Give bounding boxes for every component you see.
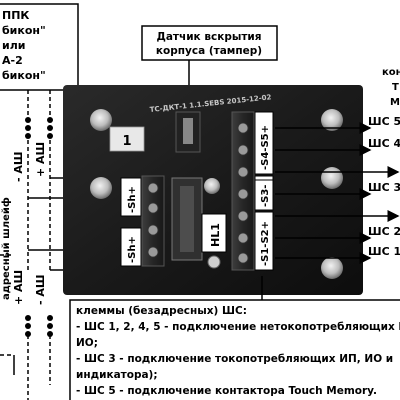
hl1-led — [207, 255, 221, 269]
right-block-mid-label: -S3- — [260, 185, 271, 207]
hl1-label-box — [201, 213, 227, 253]
pcb-board: ТС-ДКТ-1 1.1.SEBS 2015-12-02 1 HL1 -Sh+ … — [63, 85, 363, 295]
output-labels: ШС 5 ШС 4 ШС 3 ШС 2 ШС 1 — [368, 115, 400, 258]
top-right-line-1: конт — [382, 67, 400, 78]
output-label-shs5: ШС 5 — [368, 115, 400, 128]
mounting-hole-top-right — [321, 109, 343, 131]
right-screw-7 — [237, 252, 249, 264]
right-screw-3 — [237, 166, 249, 178]
left-wire-labels: - АШ + АШ + АШ - АШ адресный шлейф — [0, 142, 47, 305]
note-line-3: ИО; — [76, 337, 98, 349]
left-screw-3 — [147, 224, 159, 236]
controller-line-3: или — [2, 39, 25, 52]
controller-line-5: бикон" — [2, 69, 46, 82]
plus-ash-bottom-label: + АШ — [12, 270, 25, 305]
relay-highlight — [180, 186, 194, 252]
output-label-shs2: ШС 2 — [368, 225, 400, 238]
left-block-top-label: -Sh+ — [127, 186, 138, 213]
note-line-1: клеммы (безадресных) ШС: — [76, 305, 247, 317]
hl1-label: HL1 — [209, 223, 222, 247]
left-block-bottom-label-box — [120, 227, 142, 267]
mounting-hole-mid-right — [321, 167, 343, 189]
mounting-hole-mid-left — [90, 177, 112, 199]
terminals-note: клеммы (безадресных) ШС: - ШС 1, 2, 4, 5… — [69, 299, 400, 400]
right-block-mid-label-box — [254, 179, 274, 211]
top-right-line-2: Т — [392, 82, 399, 93]
controller-line-2: бикон" — [2, 24, 46, 37]
controller-line-4: А-2 — [2, 54, 23, 67]
left-screw-4 — [147, 246, 159, 258]
right-screw-2 — [237, 144, 249, 156]
top-right-label: конт Т М — [382, 67, 400, 108]
left-screw-2 — [147, 202, 159, 214]
plus-ash-inner-label: + АШ — [34, 142, 47, 177]
controller-line-1: ППК — [2, 9, 29, 22]
mounting-hole-bottom-right — [321, 257, 343, 279]
right-screw-5 — [237, 210, 249, 222]
tamper-line-1: Датчик вскрытия — [156, 31, 261, 43]
left-screw-1 — [147, 182, 159, 194]
output-label-shs1: ШС 1 — [368, 245, 400, 258]
left-connection-dots — [25, 117, 53, 337]
right-screw-1 — [237, 122, 249, 134]
output-label-shs3: ШС 3 — [368, 181, 400, 194]
top-right-line-3: М — [390, 97, 400, 108]
output-label-shs4: ШС 4 — [368, 137, 400, 150]
mounting-hole-center — [204, 178, 220, 194]
mounting-hole-top-left — [90, 109, 112, 131]
right-block-bottom-label: -S1-S2+ — [260, 221, 271, 266]
right-screw-6 — [237, 232, 249, 244]
right-block-top-label: -S4-S5+ — [260, 125, 271, 170]
controller-box: ППК бикон" или А-2 бикон" — [0, 3, 79, 91]
connector-1-number: 1 — [122, 134, 131, 149]
connector-1-body — [109, 126, 145, 152]
left-terminal-block — [141, 175, 165, 267]
tamper-switch-plunger — [183, 118, 193, 144]
tamper-line-2: корпуса (тампер) — [156, 45, 262, 57]
output-arrows — [275, 122, 400, 264]
right-screw-4 — [237, 188, 249, 200]
left-block-top-label-box — [120, 177, 142, 217]
note-line-4: - ШС 3 - подключение токопотребляющих ИП… — [76, 353, 393, 365]
note-line-5: индикатора); — [76, 369, 158, 381]
note-line-2: - ШС 1, 2, 4, 5 - подключение нетокопотр… — [76, 321, 400, 333]
left-block-bottom-label: -Sh+ — [127, 236, 138, 263]
right-block-top-label-box — [254, 111, 274, 175]
address-loop-vertical-label: адресный шлейф — [0, 197, 12, 300]
right-block-bottom-label-box — [254, 211, 274, 271]
note-line-6: - ШС 5 - подключение контактора Touch Me… — [76, 385, 377, 397]
minus-ash-outer-label: - АШ — [12, 152, 25, 183]
minus-ash-bottom-label: - АШ — [34, 275, 47, 306]
